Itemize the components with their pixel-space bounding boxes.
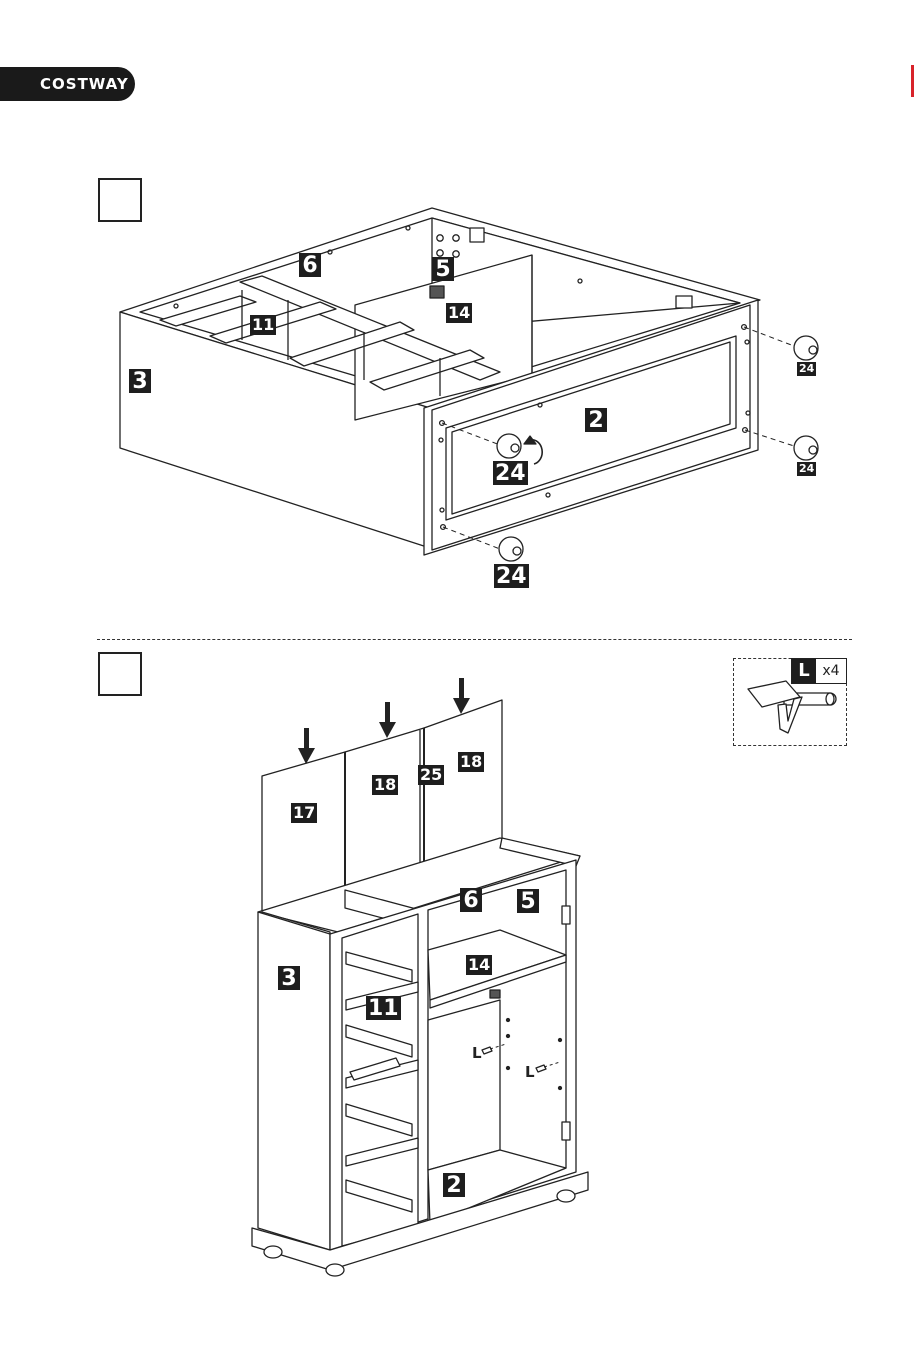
part-label-2-step2: 2 — [443, 1173, 465, 1197]
hardware-callout-l-right: L — [525, 1063, 535, 1081]
part-label-6-step2: 6 — [460, 888, 482, 912]
part-label-25: 25 — [418, 765, 444, 785]
part-label-11-step2: 11 — [366, 996, 401, 1020]
hardware-box: L x4 — [733, 658, 847, 746]
part-label-5-step2: 5 — [517, 889, 539, 913]
part-label-14-step2: 14 — [466, 955, 492, 975]
part-label-17: 17 — [291, 803, 317, 823]
part-label-18-right: 18 — [458, 752, 484, 772]
part-label-18-left: 18 — [372, 775, 398, 795]
part-label-3-step2: 3 — [278, 966, 300, 990]
hardware-l-screw-icon — [734, 659, 848, 747]
hardware-callout-l-center: L — [472, 1044, 482, 1062]
